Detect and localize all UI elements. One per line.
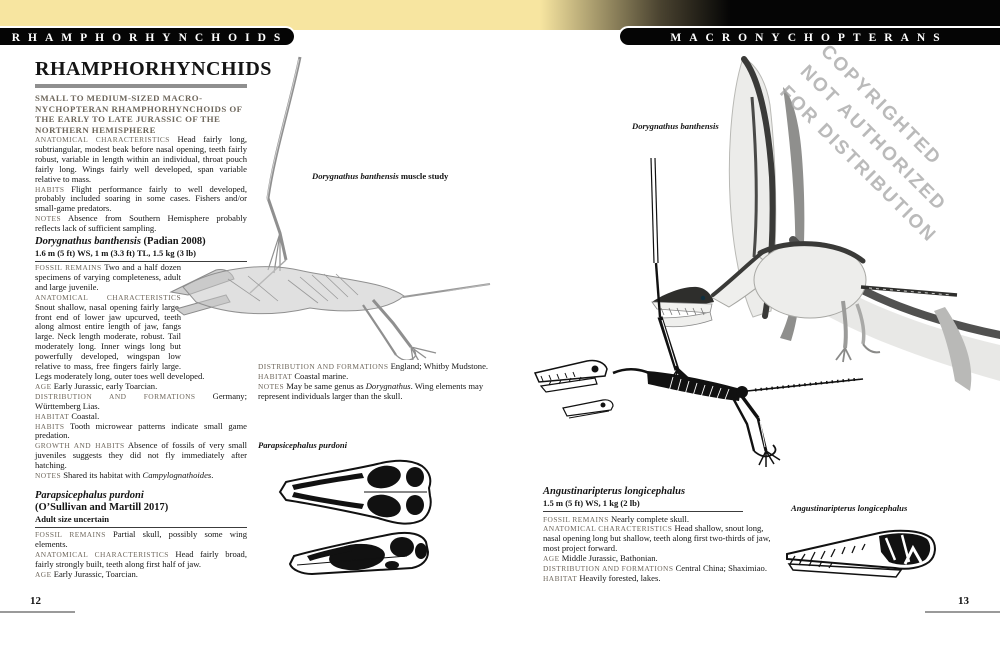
group-intro: SMALL TO MEDIUM-SIZED MACRO-NYCHOPTERAN … — [35, 93, 243, 135]
species-authority: (O’Sullivan and Martill 2017) — [35, 502, 169, 513]
species-name: Angustinaripterus longicephalus — [543, 486, 686, 497]
entry-paragraph: AGE Early Jurassic, Toarcian. — [35, 568, 138, 579]
entry-paragraph: NOTES Absence from Southern Hemisphere p… — [35, 213, 247, 234]
entry-paragraph: ANATOMICAL CHARACTERISTICS Head shallow,… — [543, 523, 771, 554]
entry-paragraph: HABITAT Coastal. — [35, 410, 100, 421]
banner-tab-left: RHAMPHORHYNCHOIDS — [0, 26, 296, 47]
entry-paragraph: HABITS Tooth microwear patterns indicate… — [35, 420, 247, 441]
entry-paragraph: AGE Early Jurassic, early Toarcian. — [35, 380, 158, 391]
species-entry-parapsicephalus: FOSSIL REMAINS Partial skull, possibly s… — [35, 529, 247, 580]
muscle-study-illustration — [169, 56, 491, 360]
species-heading-dorygnathus: Dorygnathus banthensis (Padian 2008) 1.6… — [35, 236, 247, 262]
parapsicephalus-skulls-illustration — [278, 459, 432, 576]
entry-paragraph: NOTES May be same genus as Dorygnathus. … — [258, 380, 484, 401]
species-name: Parapsicephalus purdoni — [35, 490, 144, 501]
species-stats: 1.6 m (5 ft) WS, 1 m (3.3 ft) TL, 1.5 kg… — [35, 248, 247, 262]
species-heading-angustinaripterus: Angustinaripterus longicephalus 1.5 m (5… — [543, 486, 771, 584]
entry-paragraph: ANATOMICAL CHARACTERISTICS Head fairly l… — [35, 134, 247, 184]
entry-paragraph: ANATOMICAL CHARACTERISTICS Head fairly b… — [35, 548, 247, 569]
page-title: RHAMPHORHYNCHIDS — [35, 58, 272, 80]
group-description: ANATOMICAL CHARACTERISTICS Head fairly l… — [35, 134, 248, 234]
species-stats: 1.5 m (5 ft) WS, 1 kg (2 lb) — [543, 498, 743, 512]
entry-paragraph: HABITS Flight performance fairly to well… — [35, 183, 248, 214]
dorygnathus-restoration-and-skeleton-illustration — [533, 56, 1000, 467]
species-stats: Adult size uncertain — [35, 514, 247, 528]
entry-paragraph: NOTES Shared its habitat with Campylogna… — [35, 470, 214, 481]
caption-dorygnathus-restoration: Dorygnathus banthensis — [632, 121, 719, 131]
entry-paragraph: FOSSIL REMAINS Nearly complete skull. — [543, 513, 689, 524]
banner-tab-right: MACRONYCHOPTERANS — [618, 26, 1000, 47]
entry-paragraph: ANATOMICAL CHARACTERISTICS Snout shallow… — [35, 292, 205, 381]
banner-band — [0, 0, 1000, 30]
entry-paragraph: DISTRIBUTION AND FORMATIONS Germany; Wür… — [35, 390, 247, 411]
page-number-left: 12 — [30, 595, 41, 607]
species-authority: (Padian 2008) — [140, 236, 206, 247]
entry-paragraph: DISTRIBUTION AND FORMATIONS England; Whi… — [258, 361, 489, 371]
species-name: Dorygnathus banthensis — [35, 236, 141, 247]
caption-parapsicephalus-skulls: Parapsicephalus purdoni — [258, 440, 348, 450]
entry-paragraph: AGE Middle Jurassic, Bathonian. — [543, 553, 658, 564]
caption-angustinaripterus-skull: Angustinaripterus longicephalus — [791, 503, 908, 513]
entry-paragraph: FOSSIL REMAINS Partial skull, possibly s… — [35, 529, 247, 549]
entry-paragraph: GROWTH AND HABITS Absence of fossils of … — [35, 440, 247, 471]
entry-paragraph: DISTRIBUTION AND FORMATIONS Central Chin… — [543, 563, 767, 574]
heading-rule — [35, 84, 247, 88]
angustinaripterus-skull-illustration — [786, 529, 936, 578]
entry-paragraph: FOSSIL REMAINS Two and a half dozen spec… — [35, 262, 182, 292]
entry-paragraph: HABITAT Heavily forested, lakes. — [543, 572, 661, 583]
page-number-right: 13 — [958, 595, 969, 607]
footer-rule-right — [925, 611, 1000, 613]
species-heading-parapsicephalus: Parapsicephalus purdoni (O’Sullivan and … — [35, 490, 247, 528]
entry-paragraph: HABITAT Coastal marine. — [258, 370, 349, 381]
footer-rule-left — [0, 611, 75, 613]
caption-muscle-study: Dorygnathus banthensis muscle study — [312, 171, 449, 181]
species-entry-continued: DISTRIBUTION AND FORMATIONS England; Whi… — [258, 361, 496, 402]
species-entry-dorygnathus: FOSSIL REMAINS Two and a half dozen spec… — [35, 262, 247, 481]
